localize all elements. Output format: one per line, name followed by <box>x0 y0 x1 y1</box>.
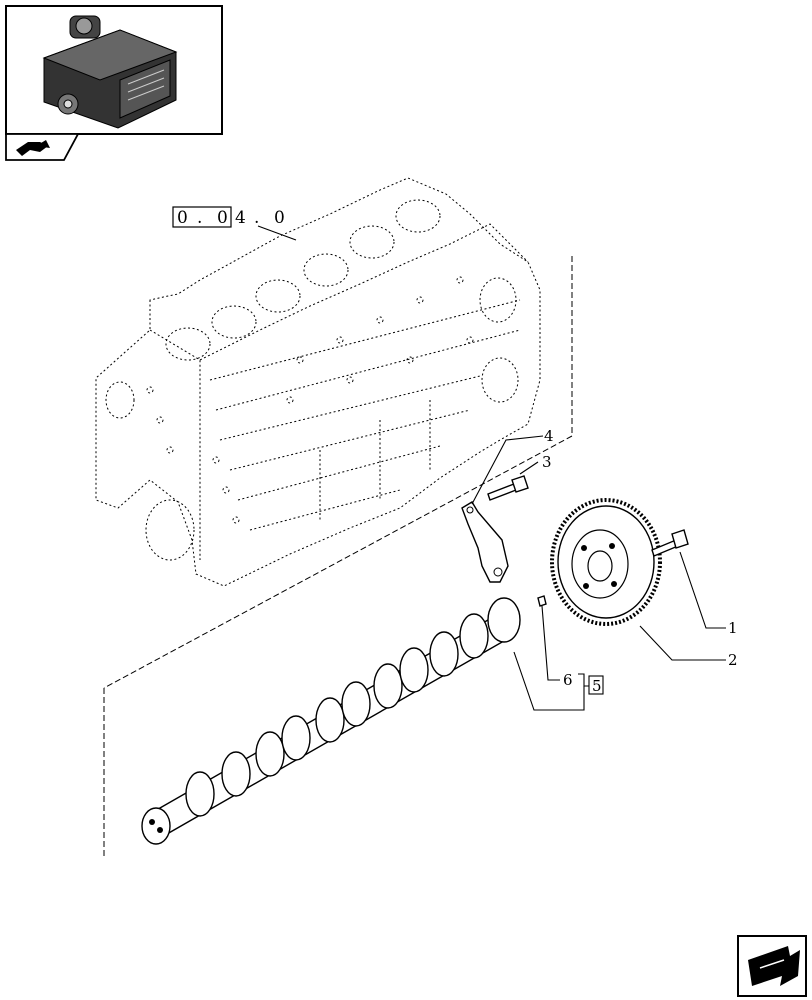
reference-code-part-1: 0 <box>177 208 188 228</box>
camshaft-gear[interactable] <box>550 498 662 626</box>
reference-code-dot-2: . <box>254 208 259 228</box>
next-page-icon[interactable] <box>737 935 807 997</box>
camshaft[interactable] <box>141 597 521 845</box>
reference-code-dot-1: . <box>197 208 202 228</box>
screw[interactable] <box>487 475 529 501</box>
callout-1: 1 <box>728 619 738 637</box>
projection-frame <box>103 256 573 858</box>
leader-lines <box>257 225 726 711</box>
reference-code-part-4: 0 <box>274 208 285 228</box>
back-arrow-icon[interactable] <box>5 133 80 161</box>
bolt[interactable] <box>651 529 689 557</box>
reference-code-part-2: 0 <box>217 208 228 228</box>
engine-block <box>95 177 541 587</box>
reference-code[interactable]: 0 . 0 4 . 0 <box>172 206 285 228</box>
reference-code-part-3: 4 <box>235 208 246 228</box>
engine-thumbnail-icon[interactable] <box>5 5 223 135</box>
callout-3: 3 <box>542 453 552 471</box>
callout-2: 2 <box>728 651 738 669</box>
bracket[interactable] <box>461 501 509 583</box>
callout-5: 5 <box>592 677 602 695</box>
callout-6: 6 <box>563 671 573 689</box>
dowel-pin[interactable] <box>537 595 547 607</box>
group-label-box[interactable]: 5 <box>588 675 604 695</box>
callout-4: 4 <box>544 427 554 445</box>
